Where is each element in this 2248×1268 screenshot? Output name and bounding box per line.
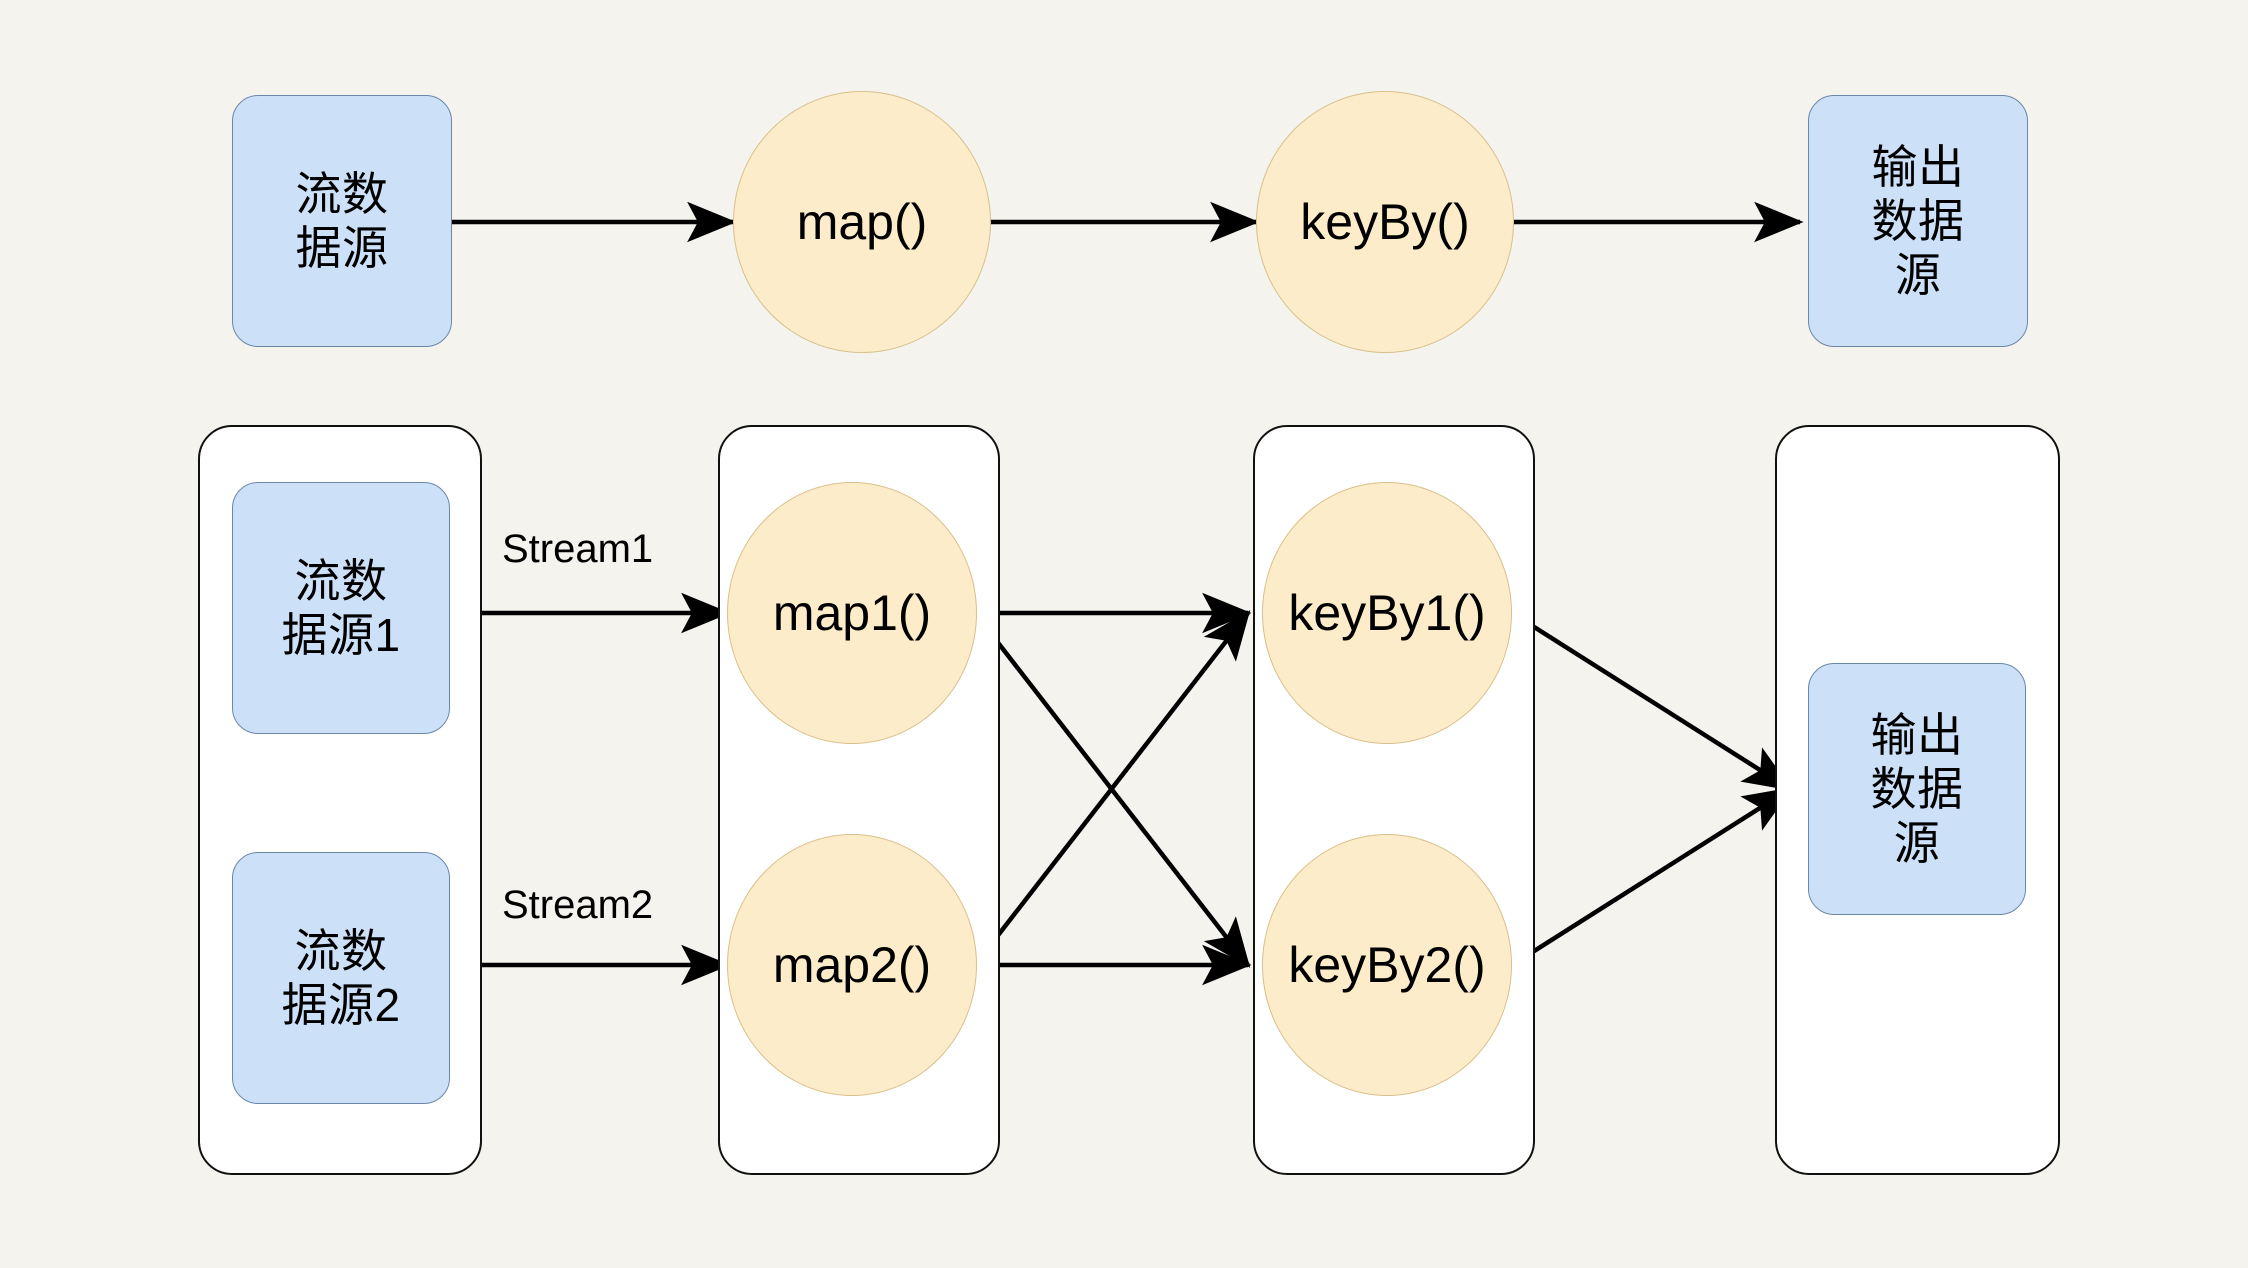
bottom-map1-circle[interactable]: map1(): [727, 482, 977, 744]
bottom-sink-box[interactable]: 输出数据源: [1808, 663, 2026, 915]
bottom-keyby2-circle[interactable]: keyBy2(): [1262, 834, 1512, 1096]
top-keyby-circle[interactable]: keyBy(): [1256, 91, 1514, 353]
edge-label-stream2: Stream2: [502, 883, 654, 927]
bottom-source2-box[interactable]: 流数据源2: [232, 852, 450, 1104]
bottom-map2-label: map2(): [772, 937, 932, 993]
top-map-label: map(): [796, 194, 928, 250]
top-source-box[interactable]: 流数据源: [232, 95, 452, 347]
bottom-source1-label: 流数据源1: [281, 554, 401, 661]
bottom-sink-label: 输出数据源: [1870, 708, 1964, 870]
edge-map2-to-keyby1: [973, 610, 1251, 967]
top-sink-box[interactable]: 输出数据源: [1808, 95, 2028, 347]
top-sink-label: 输出数据源: [1871, 140, 1965, 302]
top-source-label: 流数据源: [295, 167, 389, 274]
top-keyby-label: keyBy(): [1300, 194, 1470, 250]
edge-keyby1-to-sink: [1510, 611, 1794, 791]
bottom-map1-label: map1(): [772, 585, 932, 641]
edge-label-stream1: Stream1: [502, 527, 654, 571]
edge-keyby2-to-sink: [1510, 787, 1794, 967]
bottom-keyby1-circle[interactable]: keyBy1(): [1262, 482, 1512, 744]
top-map-circle[interactable]: map(): [733, 91, 991, 353]
bottom-keyby1-label: keyBy1(): [1288, 585, 1486, 641]
bottom-source2-label: 流数据源2: [281, 924, 401, 1031]
bottom-source1-box[interactable]: 流数据源1: [232, 482, 450, 734]
bottom-map2-circle[interactable]: map2(): [727, 834, 977, 1096]
edge-map1-to-keyby2: [973, 611, 1251, 968]
bottom-keyby2-label: keyBy2(): [1288, 937, 1486, 993]
